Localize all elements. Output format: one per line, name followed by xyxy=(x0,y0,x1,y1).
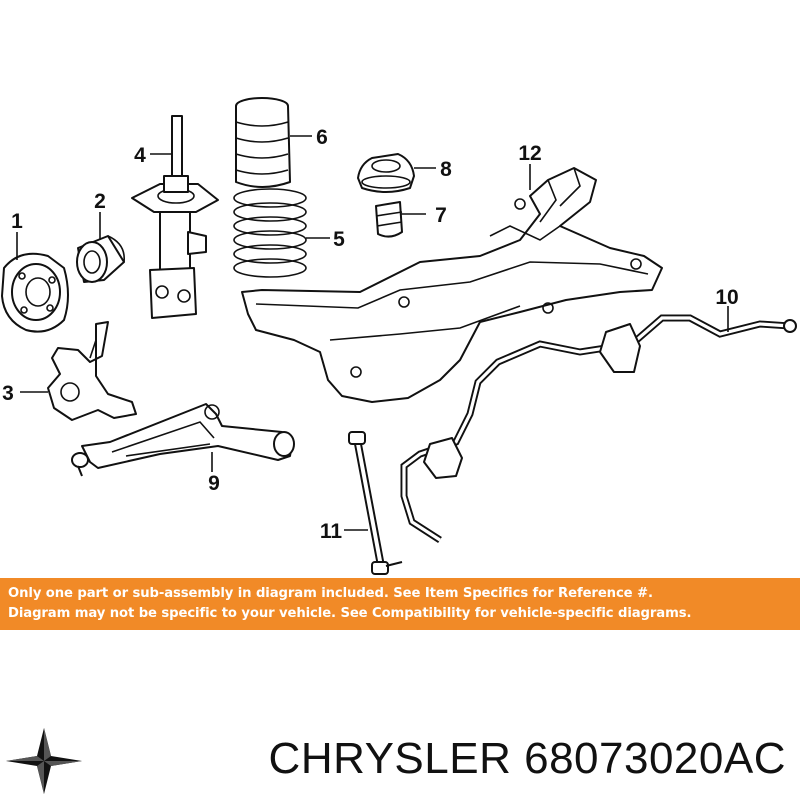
part-strut-mount xyxy=(357,153,415,193)
callout-11: 11 xyxy=(320,520,343,543)
callout-4: 4 xyxy=(134,144,146,167)
notice-line-2: Diagram may not be specific to your vehi… xyxy=(8,606,692,621)
part-steering-knuckle xyxy=(47,321,137,421)
notice-banner: Only one part or sub-assembly in diagram… xyxy=(0,578,800,630)
brand-part-label: CHRYSLER 68073020AC xyxy=(269,734,786,784)
notice-line-1: Only one part or sub-assembly in diagram… xyxy=(8,586,653,601)
part-front-crossmember xyxy=(241,167,663,403)
part-jounce-bumper xyxy=(375,201,403,238)
callout-6: 6 xyxy=(316,126,328,149)
part-dust-boot xyxy=(235,97,291,188)
part-wheel-hub xyxy=(1,252,69,333)
callout-7: 7 xyxy=(435,204,447,227)
part-stabilizer-link xyxy=(348,431,403,575)
leader-lines xyxy=(16,135,729,531)
callout-3: 3 xyxy=(2,382,14,405)
part-wheel-bearing xyxy=(76,235,125,283)
part-number: 68073020AC xyxy=(524,734,786,783)
chrysler-star-icon xyxy=(4,726,84,806)
part-strut xyxy=(131,115,219,319)
part-stabilizer-bar xyxy=(400,314,797,543)
callout-5: 5 xyxy=(333,228,345,251)
parts-diagram: 1 2 3 4 5 6 7 8 9 10 11 12 xyxy=(1,97,797,575)
callout-1: 1 xyxy=(11,210,23,233)
callout-10: 10 xyxy=(715,286,738,309)
part-coil-spring xyxy=(233,188,307,278)
brand-name: CHRYSLER xyxy=(268,734,512,783)
callout-8: 8 xyxy=(440,158,452,181)
callout-12: 12 xyxy=(518,142,541,165)
callout-9: 9 xyxy=(208,472,220,495)
parts-diagram-svg: 1 2 3 4 5 6 7 8 9 10 11 12 xyxy=(1,97,797,575)
part-lower-control-arm xyxy=(71,403,295,477)
callout-2: 2 xyxy=(94,190,106,213)
